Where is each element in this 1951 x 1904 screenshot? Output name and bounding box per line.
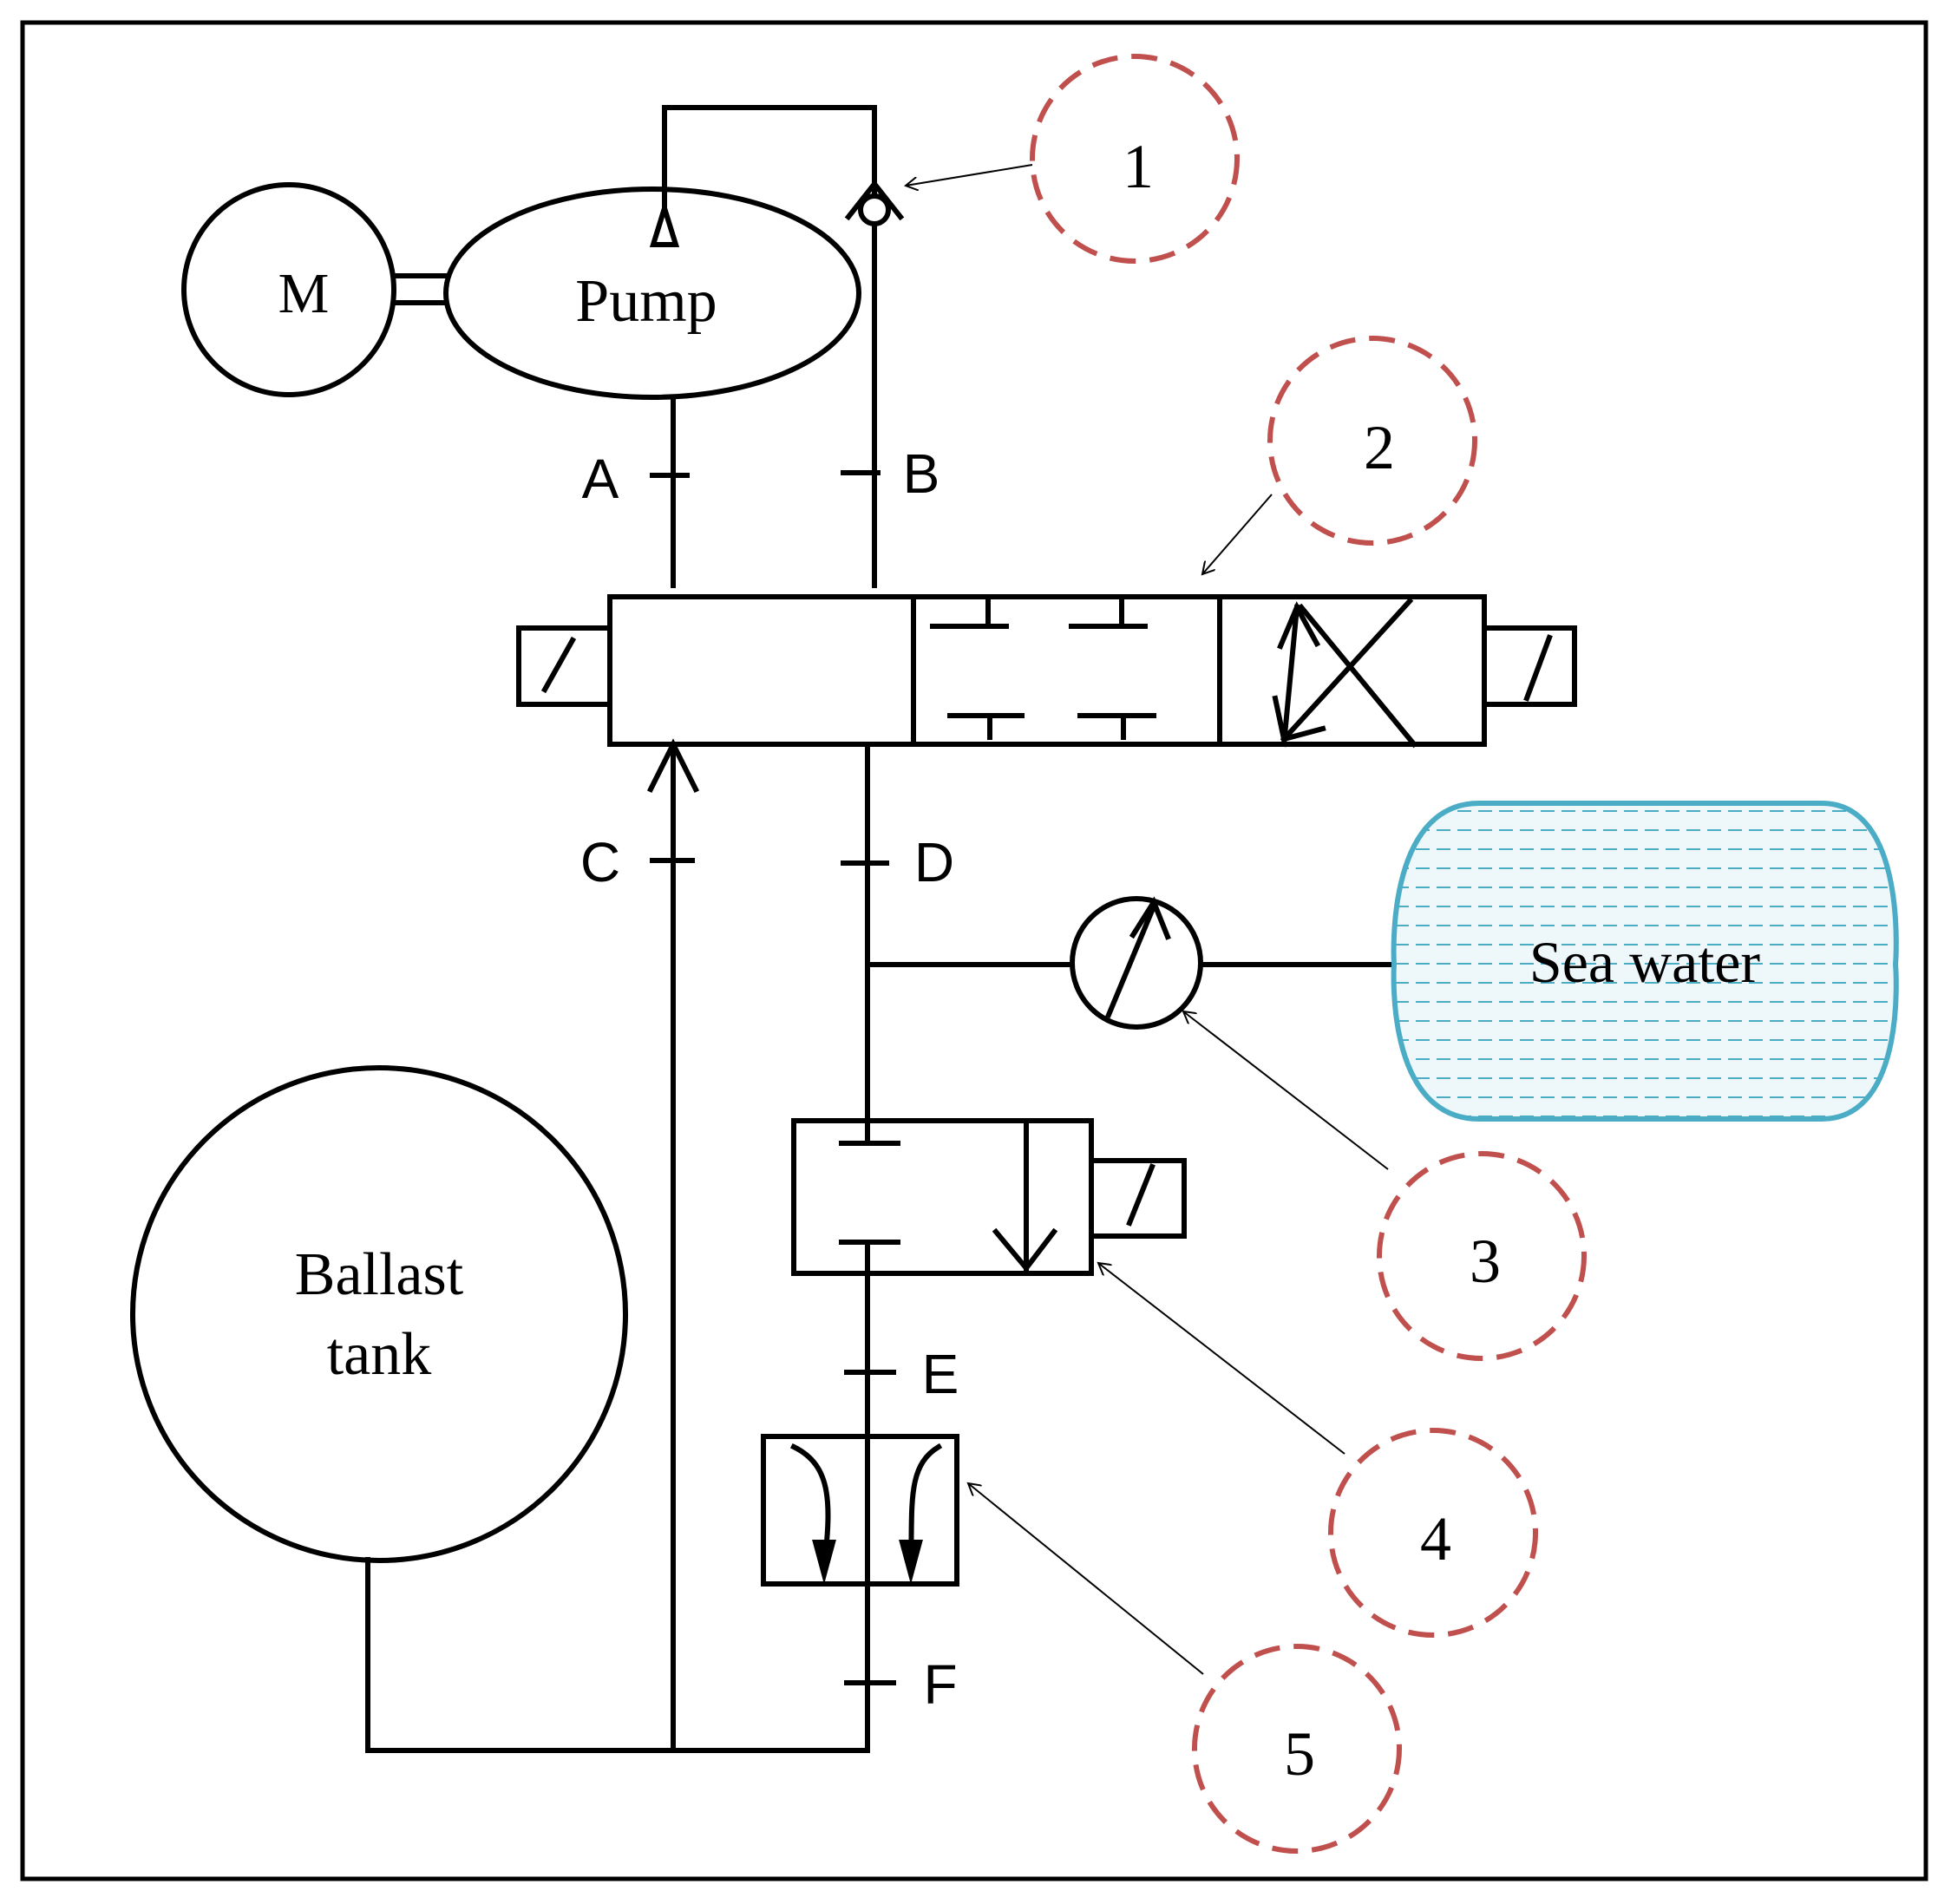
port-e-label: E	[922, 1343, 959, 1405]
outer-frame	[20, 20, 1928, 1881]
motor-label: M	[278, 262, 330, 325]
callout-label-3: 3	[1470, 1227, 1501, 1296]
sea-water-tank	[1391, 801, 1899, 1122]
flow-valve-5	[761, 1434, 959, 1587]
port-a-label: A	[582, 448, 619, 510]
motor-symbol	[181, 182, 396, 397]
callout-circle-5	[1192, 1644, 1402, 1854]
leader-5	[968, 1483, 1204, 1675]
callout-circle-2	[1267, 336, 1477, 546]
sea-pump-3	[1070, 896, 1203, 1030]
callout-circle-4	[1328, 1428, 1538, 1638]
directional-valve-2	[516, 594, 1577, 749]
pump-symbol	[443, 186, 861, 400]
port-b-label: B	[903, 442, 940, 505]
leader-2	[1202, 494, 1273, 574]
port-d-label: D	[914, 831, 954, 893]
tank-label-line-1: Ballast	[295, 1241, 464, 1308]
port-f-label: F	[923, 1653, 957, 1716]
sea-water-label: Sea water	[1529, 929, 1761, 995]
callout-label-2: 2	[1364, 413, 1395, 482]
tank-label-line-2: tank	[327, 1321, 432, 1388]
callout-label-5: 5	[1284, 1719, 1315, 1789]
callout-circle-3	[1377, 1151, 1587, 1361]
callout-label-1: 1	[1123, 132, 1154, 201]
leader-4	[1098, 1263, 1345, 1455]
pump-label: Pump	[575, 268, 717, 335]
port-c-label: C	[580, 831, 620, 893]
ballast-tank	[130, 1065, 628, 1563]
shutoff-valve-4	[791, 1118, 1187, 1276]
callout-label-4: 4	[1420, 1504, 1451, 1574]
leader-1	[906, 164, 1033, 186]
callout-circle-1	[1030, 54, 1240, 264]
leader-3	[1183, 1011, 1389, 1170]
check-valve-1	[844, 180, 905, 221]
